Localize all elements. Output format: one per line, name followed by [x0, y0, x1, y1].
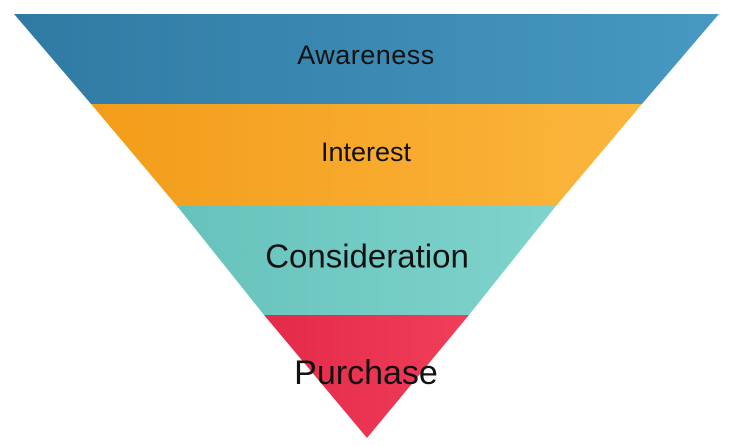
stage-label-interest: Interest — [321, 137, 412, 167]
funnel-stage-interest: Interest — [91, 104, 642, 206]
stage-label-awareness: Awareness — [297, 40, 435, 70]
stage-band-consideration — [177, 206, 556, 315]
funnel-stage-awareness: Awareness — [14, 14, 719, 104]
funnel-stage-consideration: Consideration — [177, 206, 556, 315]
stage-band-interest — [91, 104, 642, 206]
stage-band-awareness — [14, 14, 719, 104]
funnel-stage-purchase: Purchase — [264, 315, 469, 438]
stage-band-purchase — [264, 315, 469, 438]
stage-label-consideration: Consideration — [265, 238, 469, 275]
stage-label-purchase: Purchase — [294, 354, 438, 392]
